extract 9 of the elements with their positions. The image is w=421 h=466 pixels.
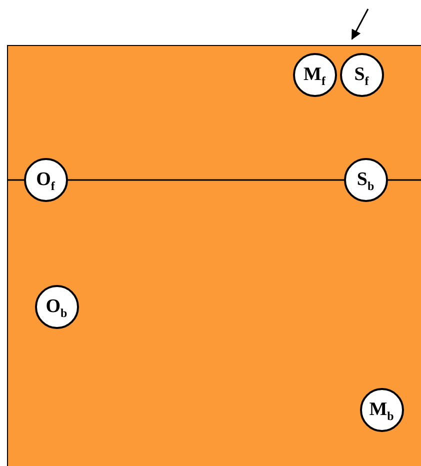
circle-node: S$_{f}$ bbox=[340, 52, 384, 96]
circle-node: S$_{b}$ bbox=[344, 158, 388, 202]
circle-node: M$_{f}$ bbox=[292, 52, 336, 96]
panel bbox=[7, 45, 421, 466]
circle-node: M$_{b}$ bbox=[360, 388, 404, 432]
connector-line bbox=[68, 179, 344, 181]
circle-node: O$_{f}$ bbox=[24, 158, 68, 202]
arrow bbox=[351, 8, 369, 40]
circle-node: O$_{b}$ bbox=[34, 284, 78, 328]
